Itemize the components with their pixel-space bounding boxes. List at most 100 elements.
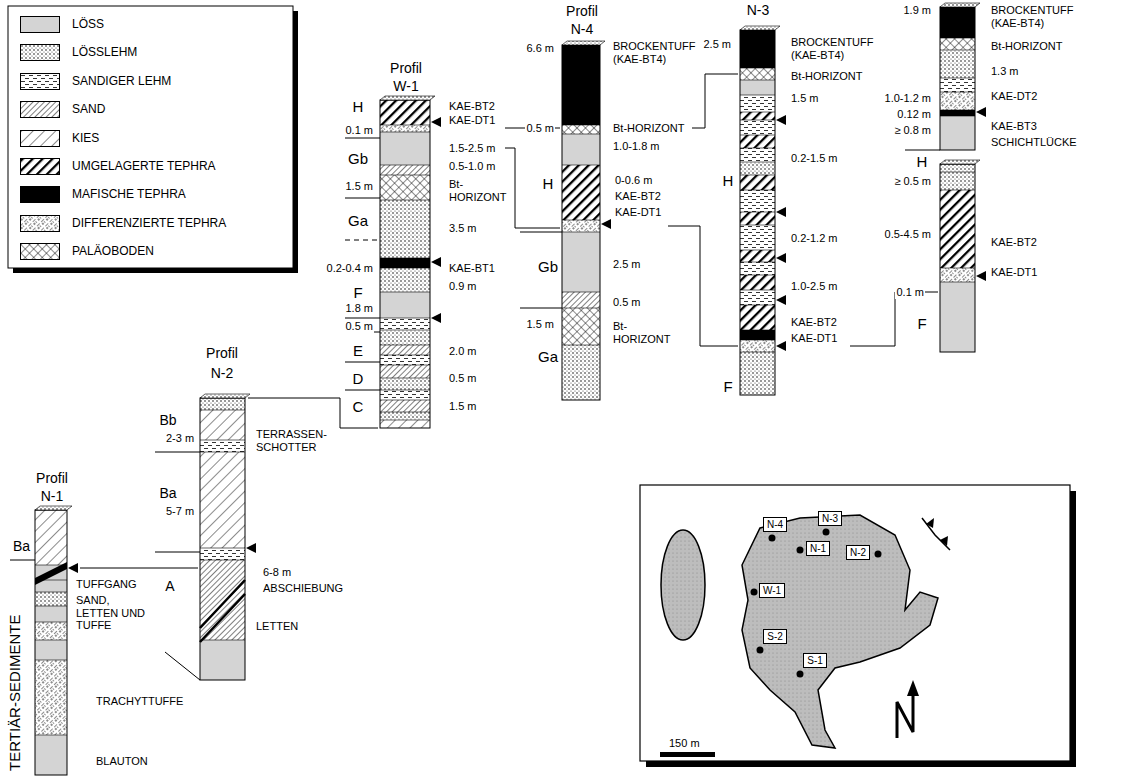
profile-label: SAND, LETTEN UND TUFFE xyxy=(75,594,147,632)
profile-label: F xyxy=(916,315,927,332)
profile-label: Gb xyxy=(347,150,369,167)
profile-label: H xyxy=(722,172,735,189)
profile-label: 1.0-1.2 m xyxy=(884,92,932,105)
profile-label: Ba xyxy=(12,538,31,554)
profile-label: Gb xyxy=(537,258,559,275)
profile-label: Bt-HORIZONT xyxy=(790,70,864,83)
profile-label: D xyxy=(352,370,365,387)
site-box: W-1 xyxy=(759,583,785,598)
profile-label: KAE-BT2 xyxy=(448,100,496,113)
profile-label: 1.5 m xyxy=(448,400,478,413)
profile-label: KAE-DT1 xyxy=(990,266,1038,279)
site-box: N-3 xyxy=(818,511,842,526)
profile-label: ≥ 0.8 m xyxy=(893,124,932,137)
profile-label: 1.5 m xyxy=(344,180,374,193)
profile-label: 0.9 m xyxy=(448,280,478,293)
site-name: N-1 xyxy=(810,543,826,554)
profile-label: 0.2-1.5 m xyxy=(790,152,838,165)
site-name: N-4 xyxy=(767,519,783,530)
profile-label: KAE-BT2 xyxy=(990,236,1038,249)
profile-label: 1.0-1.8 m xyxy=(612,140,660,153)
legend-swatch xyxy=(20,158,60,175)
profile-label: KAE-DT1 xyxy=(790,332,838,345)
profile-label: TERRASSEN-SCHOTTER xyxy=(255,428,332,453)
profile-label: 1.9 m xyxy=(902,4,932,17)
site-name: S-2 xyxy=(767,631,783,642)
profile-label: C xyxy=(352,398,365,415)
legend-text: UMGELAGERTE TEPHRA xyxy=(72,159,216,173)
profile-label: 0.5-4.5 m xyxy=(884,228,932,241)
profile-label: 6-8 m xyxy=(262,566,292,579)
profile-label: E xyxy=(352,342,364,359)
legend-text: DIFFERENZIERTE TEPHRA xyxy=(72,216,226,230)
profile-label: 5-7 m xyxy=(165,505,195,518)
profile-label: 2-3 m xyxy=(165,432,195,445)
profile-label: Profil xyxy=(565,3,599,19)
profile-label: 2.0 m xyxy=(448,345,478,358)
profile-label: N-1 xyxy=(40,488,65,504)
profile-label: ≥ 0.5 m xyxy=(893,175,932,188)
profile-label: ABSCHIEBUNG xyxy=(262,582,344,595)
profile-label: 0.5 m xyxy=(612,296,642,309)
legend-swatch xyxy=(20,243,60,260)
profile-label: 2.5 m xyxy=(612,258,642,271)
profile-label: KAE-DT1 xyxy=(614,206,662,219)
legend-swatch xyxy=(20,186,60,203)
profile-label: H xyxy=(352,98,365,115)
site-box: N-1 xyxy=(806,541,830,556)
profile-label: LETTEN xyxy=(255,620,299,633)
profile-label: KAE-BT3 xyxy=(990,120,1038,133)
profile-label: F xyxy=(352,284,363,301)
profile-label: 0.5 m xyxy=(525,122,555,135)
site-box: N-4 xyxy=(763,517,787,532)
legend-text: LÖSSLEHM xyxy=(72,45,137,59)
profile-label: TRACHYTTUFFE xyxy=(95,695,184,708)
profile-label: Ba xyxy=(158,485,177,501)
site-box: N-2 xyxy=(846,545,870,560)
profile-label: N-4 xyxy=(570,21,595,37)
site-name: W-1 xyxy=(763,585,781,596)
profile-label: BROCKENTUFF (KAE-BT4) xyxy=(790,36,877,61)
site-box: S-1 xyxy=(803,653,827,668)
profile-label: Bt-HORIZONT xyxy=(990,40,1064,53)
profile-label: Ga xyxy=(537,348,559,365)
profile-label: Profil xyxy=(389,60,423,76)
profile-label: W-1 xyxy=(392,78,419,94)
profile-label: Profil xyxy=(35,470,69,486)
profile-label: Ga xyxy=(347,212,369,229)
site-name: N-3 xyxy=(822,513,838,524)
profile-label: Bb xyxy=(158,412,177,428)
profile-label: KAE-BT1 xyxy=(448,262,496,275)
profile-label: BROCKENTUFF (KAE-BT4) xyxy=(990,4,1077,29)
profile-label: N-2 xyxy=(210,365,235,381)
profile-label: 6.6 m xyxy=(525,42,555,55)
profile-label: 1.5 m xyxy=(790,92,820,105)
profile-label: KAE-BT2 xyxy=(790,316,838,329)
profile-label: KAE-BT2 xyxy=(614,190,662,203)
profile-label: 0.12 m xyxy=(896,108,932,121)
legend-swatch xyxy=(20,215,60,232)
profile-label: TERTIÄR-SEDIMENTE xyxy=(6,614,23,772)
legend-swatch xyxy=(20,44,60,61)
profile-label: 1.8 m xyxy=(344,302,374,315)
legend-text: SANDIGER LEHM xyxy=(72,74,171,88)
legend-swatch xyxy=(20,130,60,147)
legend-text: SAND xyxy=(72,102,105,116)
profile-label: 0-0.6 m xyxy=(614,174,653,187)
profile-label: Bt-HORIZONT xyxy=(612,320,678,345)
profile-label: 0.1 m xyxy=(344,124,374,137)
profile-label: 0.2-1.2 m xyxy=(790,232,838,245)
profile-label: 0.2-0.4 m xyxy=(326,262,374,275)
profile-label: H xyxy=(542,175,555,192)
legend-swatch xyxy=(20,73,60,90)
profile-label: 1.0-2.5 m xyxy=(790,280,838,293)
profile-label: 1.5-2.5 m xyxy=(448,142,496,155)
legend-swatch xyxy=(20,16,60,33)
legend-swatch xyxy=(20,101,60,118)
profile-label: KAE-DT2 xyxy=(990,90,1038,103)
profile-label: KAE-DT1 xyxy=(448,114,496,127)
profile-label: BROCKENTUFF (KAE-BT4) xyxy=(612,40,699,65)
profile-label: 1.3 m xyxy=(990,65,1020,78)
profile-label: Bt-HORIZONT xyxy=(448,178,514,203)
